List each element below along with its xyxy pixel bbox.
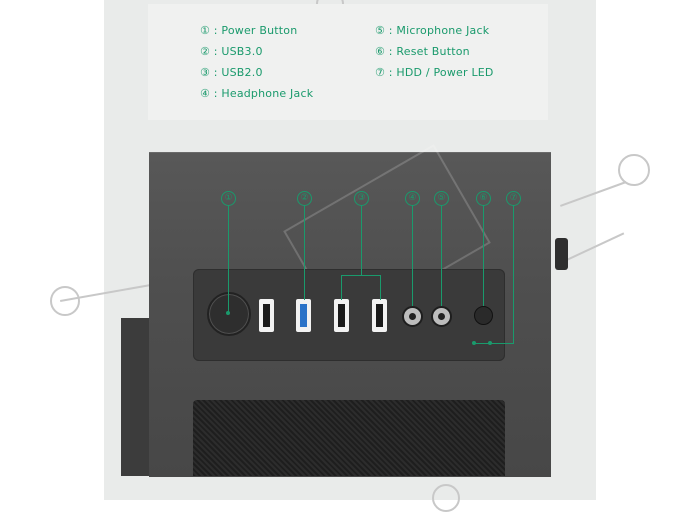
legend-item-microphone-jack: ⑤ : Microphone Jack [375, 24, 489, 37]
legend-marker: ⑤ [375, 24, 386, 37]
legend-marker: ⑦ [375, 66, 386, 79]
microphone-jack [431, 306, 452, 327]
legend-label: : [213, 24, 222, 37]
callout-line-3 [361, 205, 362, 275]
legend-marker: ② [200, 45, 211, 58]
usb2-port-2 [372, 299, 387, 332]
legend-marker: ③ [200, 66, 211, 79]
legend-label: Reset Button [396, 45, 470, 58]
callout-line-5 [441, 205, 442, 306]
watermark-circle [618, 154, 650, 186]
legend-marker: ① [200, 24, 211, 37]
legend-marker: ⑥ [375, 45, 386, 58]
headphone-jack [402, 306, 423, 327]
case-knob [555, 238, 568, 270]
legend-label: Power Button [221, 24, 298, 37]
front-mesh-grille [193, 400, 505, 476]
legend-label: : [213, 66, 222, 79]
callout-marker-7: ⑦ [506, 191, 521, 206]
legend-marker: ④ [200, 87, 211, 100]
callout-marker-3: ③ [354, 191, 369, 206]
usb-port-1 [259, 299, 274, 332]
legend-label: : [388, 45, 397, 58]
callout-marker-5: ⑤ [434, 191, 449, 206]
usb3-port [296, 299, 311, 332]
callout-line-6 [483, 205, 484, 306]
callout-line-7-branch [474, 343, 514, 344]
legend-label: : [213, 45, 222, 58]
legend-item-power-button: ① : Power Button [200, 24, 297, 37]
callout-line-7 [513, 205, 514, 343]
callout-line-3-left [341, 275, 342, 300]
callout-line-3-right [380, 275, 381, 300]
legend-item-headphone-jack: ④ : Headphone Jack [200, 87, 313, 100]
legend-item-usb2: ③ : USB2.0 [200, 66, 263, 79]
legend-label: : [388, 24, 397, 37]
legend-label: : [213, 87, 222, 100]
watermark-circle [432, 484, 460, 512]
legend-label: USB3.0 [221, 45, 263, 58]
case-side-panel [121, 318, 151, 476]
callout-line-4 [412, 205, 413, 306]
reset-button[interactable] [474, 306, 493, 325]
callout-marker-6: ⑥ [476, 191, 491, 206]
watermark-circle [50, 286, 80, 316]
power-button[interactable] [207, 292, 251, 336]
legend-label: USB2.0 [221, 66, 263, 79]
legend-item-hdd-power-led: ⑦ : HDD / Power LED [375, 66, 494, 79]
callout-marker-4: ④ [405, 191, 420, 206]
legend-item-reset-button: ⑥ : Reset Button [375, 45, 470, 58]
power-led [226, 311, 230, 315]
legend-label: Headphone Jack [221, 87, 314, 100]
legend-label: HDD / Power LED [396, 66, 494, 79]
callout-marker-2: ② [297, 191, 312, 206]
callout-line-2 [304, 205, 305, 300]
legend-item-usb3: ② : USB3.0 [200, 45, 263, 58]
callout-line-1 [228, 205, 229, 312]
legend-box: ① : Power Button ② : USB3.0 ③ : USB2.0 ④… [148, 4, 548, 120]
callout-line-3-branch [341, 275, 381, 276]
callout-marker-1: ① [221, 191, 236, 206]
usb2-port-1 [334, 299, 349, 332]
legend-label: Microphone Jack [396, 24, 490, 37]
legend-label: : [388, 66, 397, 79]
